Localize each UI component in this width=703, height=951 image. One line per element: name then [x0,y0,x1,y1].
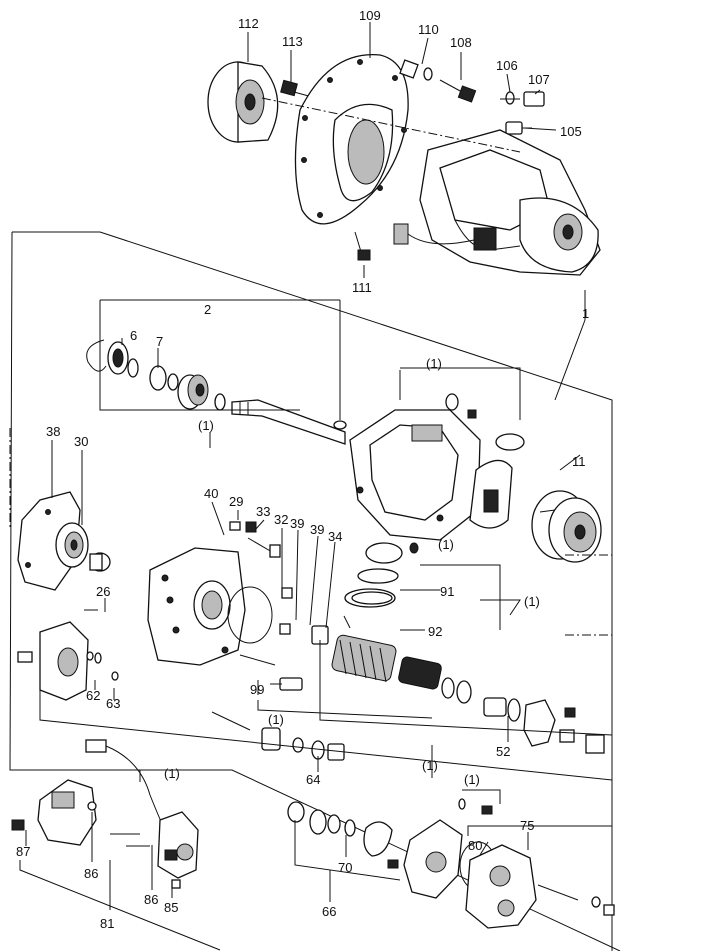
rings-91 [344,568,399,608]
connector-plug [85,739,166,831]
label-91: 91 [440,584,454,599]
washer-big [287,801,305,823]
label-112: 112 [238,16,259,31]
valve-block [147,547,246,666]
seals-64 [211,711,345,761]
label-39-a: 39 [290,516,304,531]
label-109: 109 [359,8,381,23]
housing [349,409,481,541]
label-1-g: (1) [422,758,438,773]
spring-81 [110,833,150,847]
label-70: 70 [338,860,352,875]
bearing [177,374,209,410]
label-105: 105 [560,124,582,139]
label-86-a: 86 [84,866,98,881]
label-1: 1 [582,306,589,321]
label-1-f: (1) [164,766,180,781]
label-39-b: 39 [310,522,324,537]
label-113: 113 [282,34,303,49]
plug-small [445,393,477,419]
label-6: 6 [130,328,137,343]
label-75: 75 [520,818,534,833]
shaft-2 [231,399,347,445]
callout-labels: 112 113 109 110 108 106 107 105 111 1 2 … [16,8,589,931]
gear-70 [309,809,399,869]
spring-inner [398,656,442,690]
label-34: 34 [328,529,342,544]
label-86-b: 86 [144,892,158,907]
bushing [365,542,419,564]
bolt-108 [439,79,477,103]
bolt-107 [500,91,545,107]
long-bolt [239,654,276,666]
bolt-pair [229,521,257,533]
label-106: 106 [496,58,518,73]
label-108: 108 [450,35,472,50]
label-110: 110 [418,22,439,37]
label-80: 80 [468,838,482,853]
label-111: 111 [352,280,372,295]
label-92: 92 [428,624,442,639]
label-40: 40 [204,486,218,501]
snap-ring [86,339,107,372]
label-1-c: (1) [438,537,454,552]
label-81: 81 [100,916,114,931]
oring-big [227,586,273,644]
label-52: 52 [496,744,510,759]
label-85: 85 [164,900,178,915]
swash-cradle [469,433,525,529]
solenoid-85 [157,811,199,889]
label-1-a: (1) [426,356,442,371]
spring-outer [331,634,397,683]
leaders [19,22,613,951]
seal-6 [107,341,139,378]
label-63: 63 [106,696,120,711]
label-1-b: (1) [198,418,214,433]
label-32: 32 [274,512,288,527]
label-99: 99 [250,682,264,697]
label-29: 29 [229,494,243,509]
plug-39 [279,587,293,635]
assembly-frame-right [99,231,613,951]
label-1-h: (1) [464,772,480,787]
label-64: 64 [306,772,320,787]
label-38: 38 [46,424,60,439]
ring-7 [149,365,179,391]
label-107: 107 [528,72,550,87]
pin-110 [399,59,433,81]
cover-52 [523,699,605,754]
label-7: 7 [156,334,163,349]
label-62: 62 [86,688,100,703]
bolt-40 [247,537,281,558]
plate-30 [55,522,89,568]
block-87 [11,779,97,846]
bolt-111 [354,231,371,261]
label-11: 11 [572,454,586,469]
washer-106 [505,91,515,105]
flange-plate-109 [294,53,409,225]
pin-92 [343,615,351,629]
label-33: 33 [256,504,270,519]
label-1-e: (1) [268,712,284,727]
pump-assembly-1 [393,129,601,276]
label-87: 87 [16,844,30,859]
flange-80 [403,819,497,899]
label-26: 26 [96,584,110,599]
top-centerline [261,97,521,153]
label-1-d: (1) [524,594,540,609]
cylinder-block-11 [531,490,602,563]
coupling-112 [207,61,279,143]
bushing-26-part [89,552,111,572]
label-66: 66 [322,904,336,919]
ring-small [214,393,226,411]
small-pins [458,798,493,815]
label-30: 30 [74,434,88,449]
seals-group [441,677,521,722]
label-2: 2 [204,302,211,317]
fitting-99 [270,677,303,691]
regulator-items [17,621,119,701]
body-75 [465,844,615,929]
